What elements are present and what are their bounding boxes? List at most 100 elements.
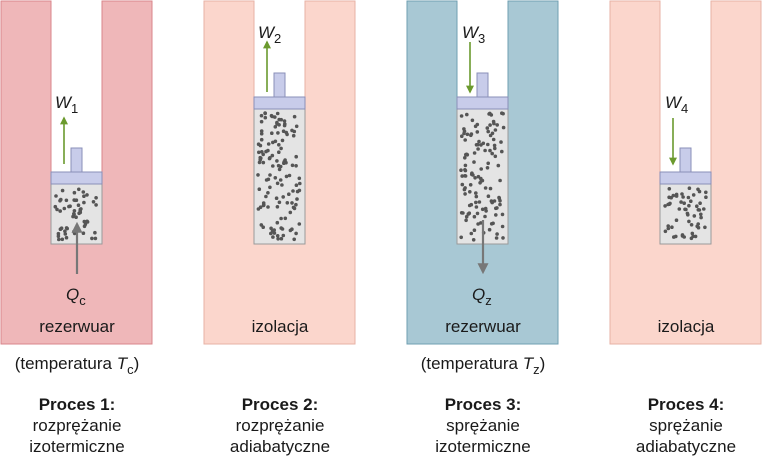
gas-molecule	[469, 202, 474, 207]
gas-molecule	[490, 131, 495, 136]
piston	[253, 96, 306, 110]
gas-molecule	[465, 112, 469, 117]
gas-molecule	[472, 228, 477, 232]
gas-molecule	[472, 160, 476, 164]
gas-molecule	[294, 231, 298, 236]
gas-molecule	[294, 183, 299, 187]
gas-molecule	[473, 124, 478, 129]
gas-molecule	[266, 142, 271, 146]
gas-molecule	[687, 219, 691, 224]
gas-molecule	[71, 214, 75, 219]
piston-rod	[273, 72, 286, 98]
gas-molecule	[72, 190, 77, 195]
gas-molecule	[279, 216, 283, 221]
gas-molecule	[475, 130, 480, 134]
gas-molecule	[461, 211, 465, 215]
gas-molecule	[704, 195, 708, 199]
gas-molecule	[495, 206, 499, 210]
gas-molecule	[663, 204, 667, 208]
gas-molecule	[460, 182, 465, 187]
gas-molecule	[699, 212, 703, 217]
gas-molecule	[674, 218, 679, 222]
gas-molecule	[277, 143, 281, 147]
gas-molecule	[81, 190, 86, 194]
reservoir-label: rezerwuar	[39, 317, 115, 336]
gas-molecule	[290, 163, 295, 168]
gas-molecule	[259, 129, 264, 133]
gas-molecule	[474, 194, 479, 199]
gas-molecule	[94, 196, 98, 200]
temperature-prefix: (temperatura	[15, 354, 117, 373]
gas-molecule	[483, 186, 488, 190]
work-label: W1	[55, 93, 78, 116]
gas-molecule	[273, 176, 278, 180]
gas-molecule	[459, 168, 463, 172]
gas-molecule	[682, 235, 686, 239]
gas-molecule	[72, 209, 77, 213]
temperature-label: (temperatura Tc)	[15, 354, 140, 377]
caption-line: adiabatyczne	[635, 437, 737, 456]
caption-process-2: Proces 2: rozprężanie adiabatyczne	[190, 394, 370, 457]
gas-molecule	[667, 187, 672, 191]
gas-molecule	[58, 227, 63, 231]
gas-molecule	[291, 133, 296, 138]
gas-molecule	[93, 236, 98, 241]
gas-molecule	[460, 174, 465, 178]
gas-molecule	[462, 131, 466, 136]
gas-molecule	[83, 222, 88, 227]
gas-molecule	[691, 193, 696, 197]
gas-molecule	[272, 231, 277, 235]
gas-molecule	[499, 140, 503, 144]
gas-molecule	[695, 204, 699, 208]
caption-line: izotermiczne	[29, 437, 125, 456]
caption-title: Proces 4:	[647, 395, 725, 414]
gas-molecule	[62, 206, 67, 211]
gas-molecule	[486, 161, 491, 166]
gas-molecule	[90, 236, 94, 241]
heat-label-symbol: Q	[472, 285, 485, 304]
gas-molecule	[494, 236, 499, 240]
gas-molecule	[272, 228, 277, 232]
caption-line: sprężanie	[446, 416, 520, 435]
gas-molecule	[500, 212, 505, 217]
gas-molecule	[58, 209, 62, 213]
piston-rod	[70, 147, 83, 173]
gas-molecule	[463, 156, 467, 160]
gas-molecule	[297, 176, 302, 181]
work-label-subscript: 2	[274, 31, 281, 46]
heat-reservoir	[406, 0, 559, 345]
gas-molecule	[459, 235, 464, 240]
gas-molecule	[297, 188, 302, 193]
gas-molecule	[479, 167, 484, 171]
gas-molecule	[268, 185, 272, 190]
caption-process-4: Proces 4: sprężanie adiabatyczne	[596, 394, 763, 457]
piston-rod	[679, 147, 692, 173]
gas-molecule	[294, 164, 298, 168]
gas-molecule	[54, 194, 58, 198]
work-label: W3	[462, 23, 485, 46]
gas-molecule	[288, 228, 293, 233]
gas-molecule	[285, 132, 289, 137]
gas-molecule	[488, 123, 492, 127]
gas-molecule	[64, 198, 69, 203]
gas-molecule	[479, 179, 484, 183]
gas-molecule	[275, 205, 280, 209]
gas-molecule	[683, 207, 687, 212]
gas-molecule	[689, 199, 693, 203]
gas-molecule	[275, 220, 280, 225]
gas-molecule	[297, 222, 302, 226]
gas-molecule	[264, 149, 268, 154]
piston	[456, 96, 509, 110]
temperature-subscript: z	[533, 362, 540, 377]
gas-molecule	[488, 148, 492, 153]
gas-molecule	[481, 141, 486, 146]
gas-molecule	[277, 200, 282, 205]
gas-molecule	[669, 195, 673, 200]
gas-molecule	[266, 205, 270, 209]
gas-molecule	[93, 230, 97, 235]
heat-label-subscript: c	[79, 293, 86, 308]
gas-molecule	[271, 164, 275, 168]
gas-molecule	[498, 202, 502, 207]
